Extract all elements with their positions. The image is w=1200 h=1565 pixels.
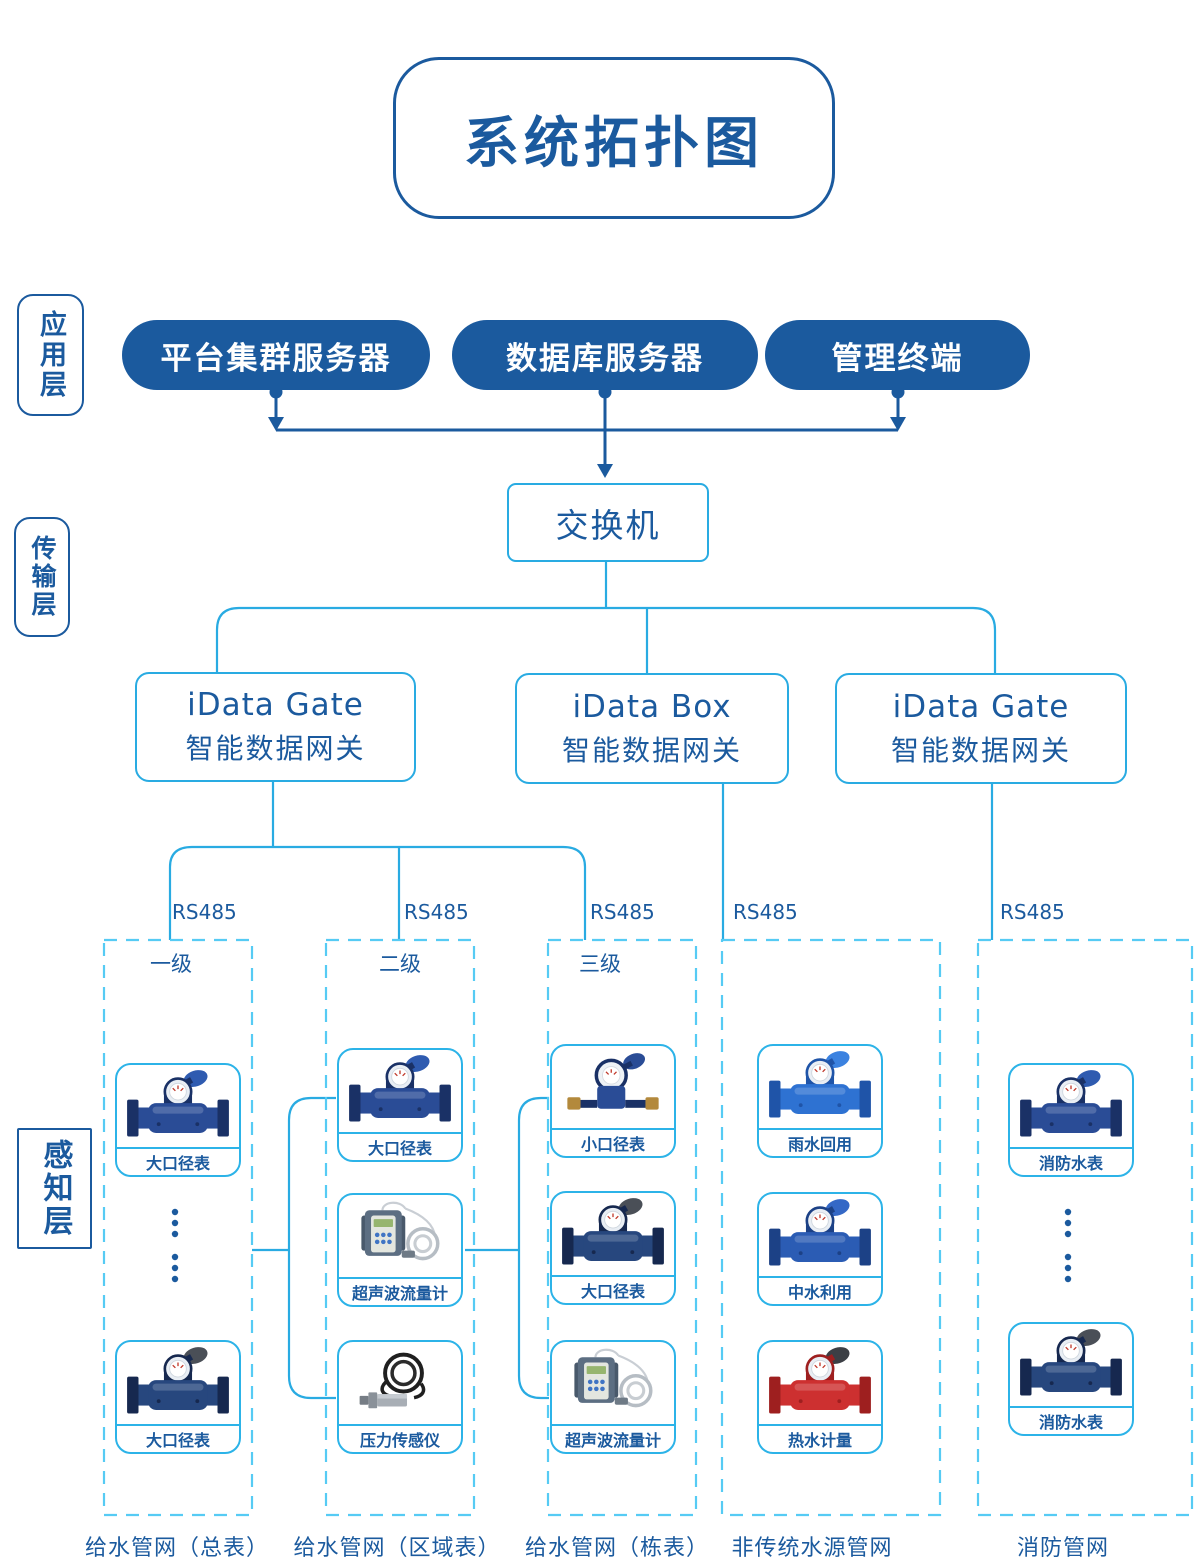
diagram-title-box: 系统拓扑图 [393,57,835,219]
large-water-meter-icon [344,1053,456,1132]
gateway-name: iData Box [572,688,732,725]
device-label: 消防水表 [1010,1147,1132,1175]
column-zone-4 [720,938,942,1517]
device-label: 大口径表 [552,1275,674,1303]
column-zone-3 [546,938,698,1517]
node-gateway-idata-gate-1: iData Gate 智能数据网关 [135,672,416,782]
gateway-name: iData Gate [187,687,364,723]
device-card: 大口径表 [115,1340,241,1454]
device-label: 消防水表 [1010,1406,1132,1434]
device-card: 大口径表 [115,1063,241,1177]
layer-label-perception: 感知层 [17,1128,92,1249]
ultrasonic-flowmeter-icon [557,1345,669,1424]
node-label: 数据库服务器 [506,340,704,377]
gateway-subtitle: 智能数据网关 [890,733,1071,767]
application-to-switch-connectors [274,392,900,466]
rs485-label-4: RS485 [733,900,798,924]
node-management-terminal: 管理终端 [765,320,1030,390]
device-card: 大口径表 [550,1191,676,1305]
device-label: 中水利用 [759,1276,881,1304]
node-database-server: 数据库服务器 [452,320,758,390]
device-label: 雨水回用 [759,1128,881,1156]
gateway-subtitle: 智能数据网关 [185,732,366,765]
device-card: 雨水回用 [757,1044,883,1158]
node-switch: 交换机 [507,483,709,562]
node-gateway-idata-gate-2: iData Gate 智能数据网关 [835,673,1127,784]
ellipsis-dots [171,1208,1072,1283]
network-label-4: 非传统水源管网 [731,1536,893,1561]
hot-water-meter-icon [764,1345,876,1424]
page-title: 系统拓扑图 [463,111,764,175]
node-label: 管理终端 [831,340,964,377]
node-label: 交换机 [555,505,661,545]
device-card: 大口径表 [337,1048,463,1162]
node-label: 平台集群服务器 [160,340,392,377]
layer-label-text: 应用层 [35,310,66,400]
rs485-label-1: RS485 [172,900,237,924]
rs485-label-3: RS485 [590,900,655,924]
device-card: 热水计量 [757,1340,883,1454]
pressure-sensor-icon [344,1345,456,1424]
device-label: 大口径表 [339,1132,461,1160]
device-label: 超声波流量计 [552,1424,674,1452]
node-gateway-idata-box: iData Box 智能数据网关 [515,673,789,784]
device-label: 小口径表 [552,1128,674,1156]
device-label: 压力传感仪 [339,1424,461,1452]
device-label: 超声波流量计 [339,1277,461,1305]
gateway-subtitle: 智能数据网关 [561,733,742,767]
fire-water-meter-icon [1015,1068,1127,1147]
rs485-label-5: RS485 [1000,900,1065,924]
network-label-3: 给水管网（栋表） [524,1536,710,1561]
network-label-1: 给水管网（总表） [84,1536,270,1561]
arrowhead-down-icon [597,464,613,478]
reclaimed-water-meter-icon [764,1197,876,1276]
layer-label-application: 应用层 [17,294,84,416]
large-water-meter-icon [122,1068,234,1147]
rainwater-meter-icon [764,1049,876,1128]
tier-label-2: 二级 [379,952,421,976]
gateway-name: iData Gate [892,688,1070,725]
device-label: 大口径表 [117,1147,239,1175]
network-label-2: 给水管网（区域表） [293,1536,501,1561]
device-card: 超声波流量计 [337,1193,463,1307]
device-card: 消防水表 [1008,1322,1134,1436]
layer-label-text: 传输层 [28,535,57,619]
small-water-meter-icon [557,1049,669,1128]
network-label-5: 消防管网 [1016,1536,1110,1561]
large-water-meter-icon [557,1196,669,1275]
device-card: 小口径表 [550,1044,676,1158]
device-card: 超声波流量计 [550,1340,676,1454]
layer-label-text: 感知层 [37,1139,73,1238]
column-zone-2 [324,938,476,1517]
rs485-label-2: RS485 [404,900,469,924]
ultrasonic-flowmeter-icon [344,1198,456,1277]
large-water-meter-icon [122,1345,234,1424]
arrowhead-down-icon [268,417,284,431]
column-zone-1 [102,938,254,1517]
node-platform-cluster-server: 平台集群服务器 [122,320,430,390]
fire-water-meter-icon [1015,1327,1127,1406]
tier-label-3: 三级 [579,952,621,976]
arrowhead-down-icon [890,417,906,431]
device-card: 中水利用 [757,1192,883,1306]
device-card: 压力传感仪 [337,1340,463,1454]
device-label: 大口径表 [117,1424,239,1452]
switch-to-gateway-connectors [168,558,997,1400]
device-card: 消防水表 [1008,1063,1134,1177]
tier-label-1: 一级 [150,952,192,976]
layer-label-transport: 传输层 [14,517,70,637]
device-label: 热水计量 [759,1424,881,1452]
